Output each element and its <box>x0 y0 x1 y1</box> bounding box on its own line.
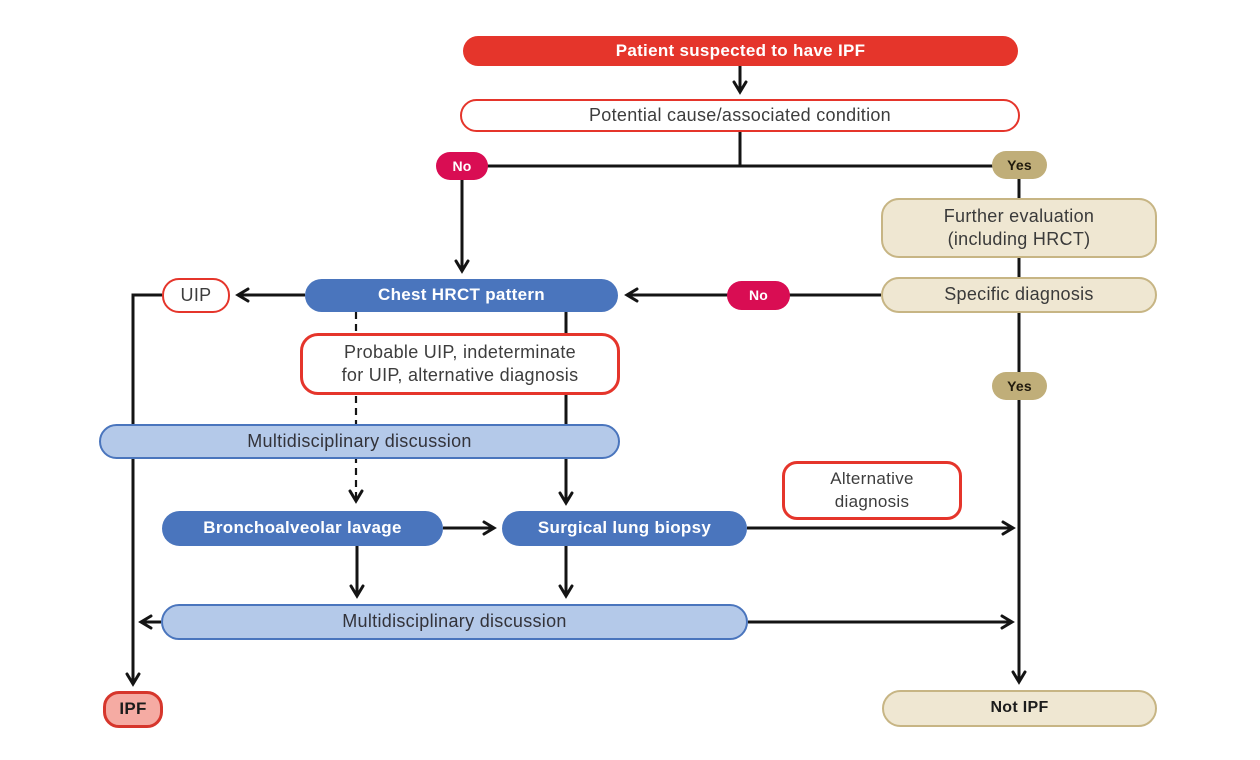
badge-no-middle: No <box>727 281 790 310</box>
alternative-diagnosis-line1: Alternative <box>830 469 914 489</box>
arrow-uip-to-ipf <box>125 293 162 687</box>
node-further-evaluation: Further evaluation (including HRCT) <box>881 198 1157 258</box>
further-evaluation-line2: (including HRCT) <box>947 229 1091 249</box>
node-patient-suspected-ipf: Patient suspected to have IPF <box>463 36 1018 66</box>
node-potential-cause: Potential cause/associated condition <box>460 99 1020 132</box>
probable-uip-line1: Probable UIP, indeterminate <box>344 341 576 362</box>
node-alternative-diagnosis: Alternative diagnosis <box>782 461 962 520</box>
alternative-diagnosis-line2: diagnosis <box>834 491 910 511</box>
node-surgical-lung-biopsy: Surgical lung biopsy <box>502 511 747 546</box>
node-bronchoalveolar-lavage: Bronchoalveolar lavage <box>162 511 443 546</box>
further-evaluation-line1: Further evaluation <box>943 205 1095 226</box>
badge-yes-middle: Yes <box>992 372 1047 400</box>
node-multidisciplinary-discussion-2: Multidisciplinary discussion <box>161 604 748 640</box>
node-ipf: IPF <box>103 691 163 728</box>
badge-no-left: No <box>436 152 488 180</box>
node-probable-uip: Probable UIP, indeterminate for UIP, alt… <box>300 333 620 395</box>
node-chest-hrct-pattern: Chest HRCT pattern <box>305 279 618 312</box>
node-not-ipf: Not IPF <box>882 690 1157 727</box>
node-multidisciplinary-discussion-1: Multidisciplinary discussion <box>99 424 620 459</box>
node-specific-diagnosis: Specific diagnosis <box>881 277 1157 313</box>
probable-uip-line2: for UIP, alternative diagnosis <box>341 365 579 385</box>
badge-yes-right: Yes <box>992 151 1047 179</box>
node-uip: UIP <box>162 278 230 313</box>
